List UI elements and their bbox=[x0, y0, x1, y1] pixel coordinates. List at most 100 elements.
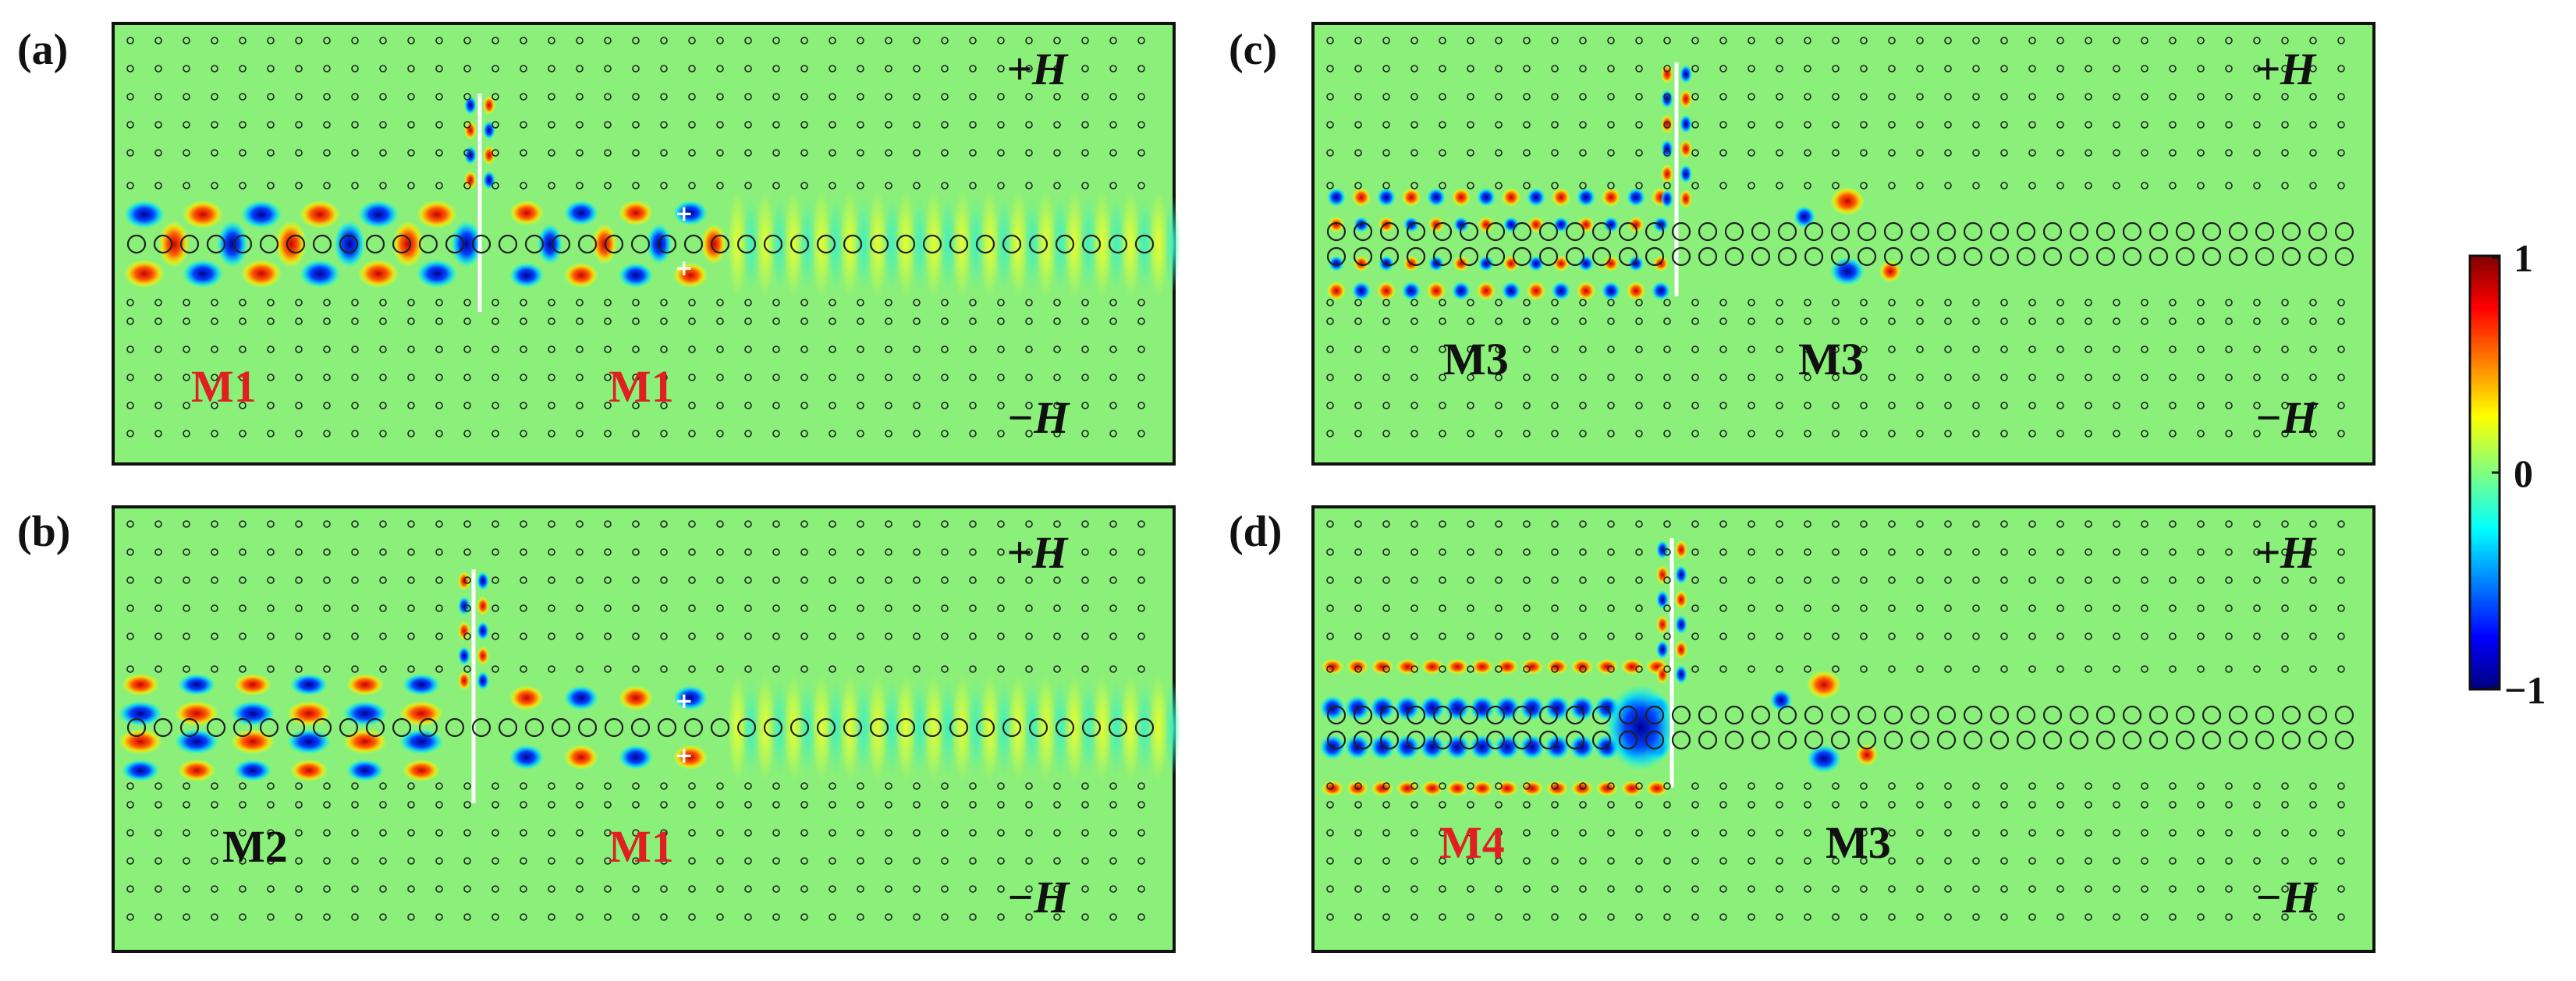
waveguide-rod bbox=[577, 234, 598, 254]
waveguide-rod bbox=[232, 234, 253, 254]
lattice-dot bbox=[772, 317, 780, 325]
waveguide-rod bbox=[392, 717, 412, 738]
field-lobe bbox=[300, 260, 340, 288]
lattice-dot bbox=[2028, 430, 2036, 437]
lattice-dot bbox=[1691, 149, 1699, 157]
lattice-dot bbox=[2113, 576, 2120, 584]
lattice-dot bbox=[2337, 829, 2345, 837]
lattice-dot bbox=[632, 632, 640, 640]
lattice-dot bbox=[1860, 857, 1868, 865]
lattice-dot bbox=[2225, 149, 2233, 157]
lattice-dot bbox=[1832, 520, 1840, 528]
waveguide-rod bbox=[2122, 705, 2142, 725]
wave-stripe bbox=[912, 679, 928, 776]
lattice-dot bbox=[2337, 93, 2345, 101]
lattice-dot bbox=[211, 548, 218, 556]
lattice-dot bbox=[351, 402, 359, 409]
lattice-dot bbox=[2141, 65, 2148, 73]
lattice-dot bbox=[126, 632, 134, 640]
field-lobe bbox=[1646, 781, 1668, 796]
lattice-dot bbox=[2028, 299, 2036, 306]
lattice-dot bbox=[1888, 665, 1896, 673]
lattice-dot bbox=[716, 93, 724, 101]
lattice-dot bbox=[857, 857, 864, 865]
lattice-dot bbox=[913, 121, 921, 129]
wave-stripe bbox=[840, 189, 859, 299]
lattice-dot bbox=[267, 885, 275, 893]
lattice-dot bbox=[1860, 182, 1868, 189]
field-lobe bbox=[464, 171, 477, 189]
lattice-dot bbox=[829, 885, 836, 893]
lattice-dot bbox=[323, 801, 331, 809]
lattice-dot bbox=[800, 345, 808, 353]
lattice-dot bbox=[1607, 520, 1615, 528]
lattice-dot bbox=[520, 632, 527, 640]
lattice-dot bbox=[1551, 430, 1559, 437]
lattice-dot bbox=[2000, 857, 2008, 865]
lattice-dot bbox=[1888, 829, 1896, 837]
lattice-dot bbox=[211, 299, 218, 306]
lattice-dot bbox=[2281, 604, 2289, 612]
field-lobe bbox=[343, 729, 387, 754]
field-lobe bbox=[619, 745, 653, 770]
lattice-dot bbox=[1832, 857, 1840, 865]
lattice-dot bbox=[1109, 885, 1117, 893]
lattice-dot bbox=[126, 149, 134, 157]
lattice-dot bbox=[2141, 121, 2148, 129]
lattice-dot bbox=[997, 801, 1005, 809]
lattice-dot bbox=[1495, 402, 1503, 409]
wave-stripe bbox=[940, 679, 956, 776]
lattice-dot bbox=[885, 857, 892, 865]
lattice-dot bbox=[267, 430, 275, 437]
lattice-dot bbox=[1776, 93, 1783, 101]
field-lobe bbox=[1577, 282, 1595, 300]
waveguide-rod bbox=[1830, 705, 1850, 725]
lattice-dot bbox=[800, 801, 808, 809]
lattice-dot bbox=[744, 430, 752, 437]
lattice-dot bbox=[2309, 857, 2317, 865]
field-lobe bbox=[1452, 188, 1471, 207]
lattice-dot bbox=[267, 520, 275, 528]
lattice-dot bbox=[913, 782, 921, 790]
lattice-dot bbox=[1860, 374, 1868, 381]
wave-stripe bbox=[924, 189, 943, 299]
lattice-dot bbox=[1888, 317, 1896, 325]
waveguide-rod bbox=[816, 234, 836, 254]
waveguide-rod bbox=[1857, 730, 1877, 750]
lattice-dot bbox=[1860, 37, 1868, 44]
lattice-dot bbox=[885, 520, 892, 528]
lattice-dot bbox=[295, 182, 303, 189]
lattice-dot bbox=[2309, 299, 2317, 306]
lattice-dot bbox=[744, 374, 752, 381]
lattice-dot bbox=[1053, 37, 1061, 44]
lattice-dot bbox=[435, 520, 443, 528]
lattice-dot bbox=[1776, 885, 1783, 893]
lattice-dot bbox=[913, 576, 921, 584]
lattice-dot bbox=[1025, 149, 1033, 157]
lattice-dot bbox=[632, 65, 640, 73]
lattice-dot bbox=[604, 149, 612, 157]
wave-stripe bbox=[868, 189, 887, 299]
lattice-dot bbox=[183, 430, 190, 437]
lattice-dot bbox=[2141, 520, 2148, 528]
lattice-dot bbox=[800, 374, 808, 381]
lattice-dot bbox=[1607, 548, 1615, 556]
lattice-dot bbox=[969, 576, 977, 584]
source-marker: + bbox=[675, 255, 693, 281]
lattice-dot bbox=[1804, 548, 1811, 556]
lattice-dot bbox=[1804, 121, 1811, 129]
lattice-dot bbox=[1888, 801, 1896, 809]
lattice-dot bbox=[997, 430, 1005, 437]
lattice-dot bbox=[154, 345, 162, 353]
wave-stripe bbox=[772, 679, 787, 776]
lattice-dot bbox=[1137, 37, 1145, 44]
lattice-dot bbox=[1972, 430, 1980, 437]
lattice-dot bbox=[941, 345, 949, 353]
lattice-dot bbox=[379, 430, 387, 437]
lattice-dot bbox=[1719, 65, 1727, 73]
lattice-dot bbox=[604, 632, 612, 640]
field-lobe bbox=[392, 221, 424, 267]
panel-label: (b) bbox=[17, 508, 70, 556]
lattice-dot bbox=[913, 885, 921, 893]
panel-label: (a) bbox=[17, 26, 68, 74]
